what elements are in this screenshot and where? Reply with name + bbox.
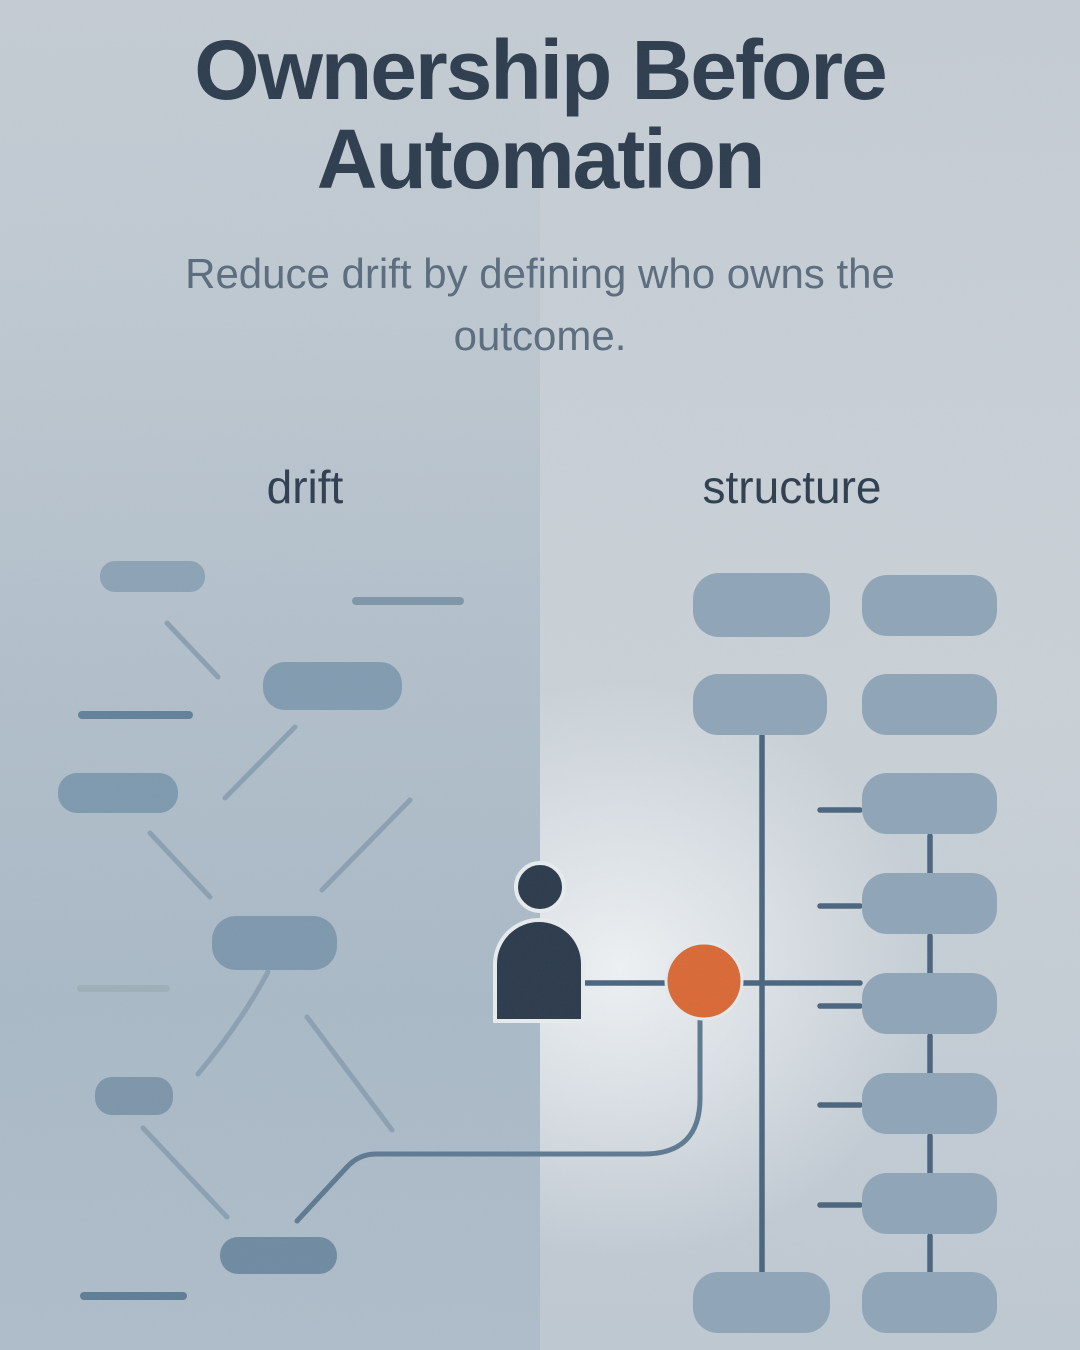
person-body	[493, 918, 585, 1023]
structure-node	[862, 773, 997, 834]
structure-node	[862, 973, 997, 1034]
drift-stray-curve	[195, 969, 271, 1077]
drift-stray-connector	[319, 797, 413, 893]
structure-node	[862, 873, 997, 934]
person-icon	[493, 861, 585, 1023]
structure-node	[862, 1073, 997, 1134]
drift-stray-connector	[140, 1125, 230, 1220]
drift-stray-connector	[164, 620, 221, 680]
ownership-to-drift-connector	[294, 1015, 703, 1224]
structure-node	[693, 573, 830, 637]
drift-node	[263, 662, 402, 710]
drift-line-fragment	[78, 711, 193, 719]
structure-node	[862, 1173, 997, 1234]
drift-stray-connector	[304, 1014, 395, 1133]
drift-shapes	[58, 561, 464, 1300]
structure-node	[862, 674, 997, 735]
structure-node	[693, 674, 827, 735]
drift-node	[58, 773, 178, 813]
drift-stray-connector	[222, 724, 298, 801]
drift-node	[100, 561, 205, 592]
drift-line-fragment	[80, 1292, 187, 1300]
structure-node	[693, 1272, 830, 1333]
structure-node	[862, 575, 997, 636]
person-head	[514, 861, 566, 913]
structure-tree	[580, 573, 997, 1333]
drift-stray-connector	[147, 830, 213, 900]
drift-line-fragment	[352, 597, 464, 605]
structure-node	[862, 1272, 997, 1333]
ownership-node-circle	[664, 941, 744, 1021]
drift-node	[212, 916, 337, 970]
drift-node	[220, 1237, 337, 1274]
drift-node	[95, 1077, 173, 1115]
drift-line-fragment	[77, 985, 170, 992]
